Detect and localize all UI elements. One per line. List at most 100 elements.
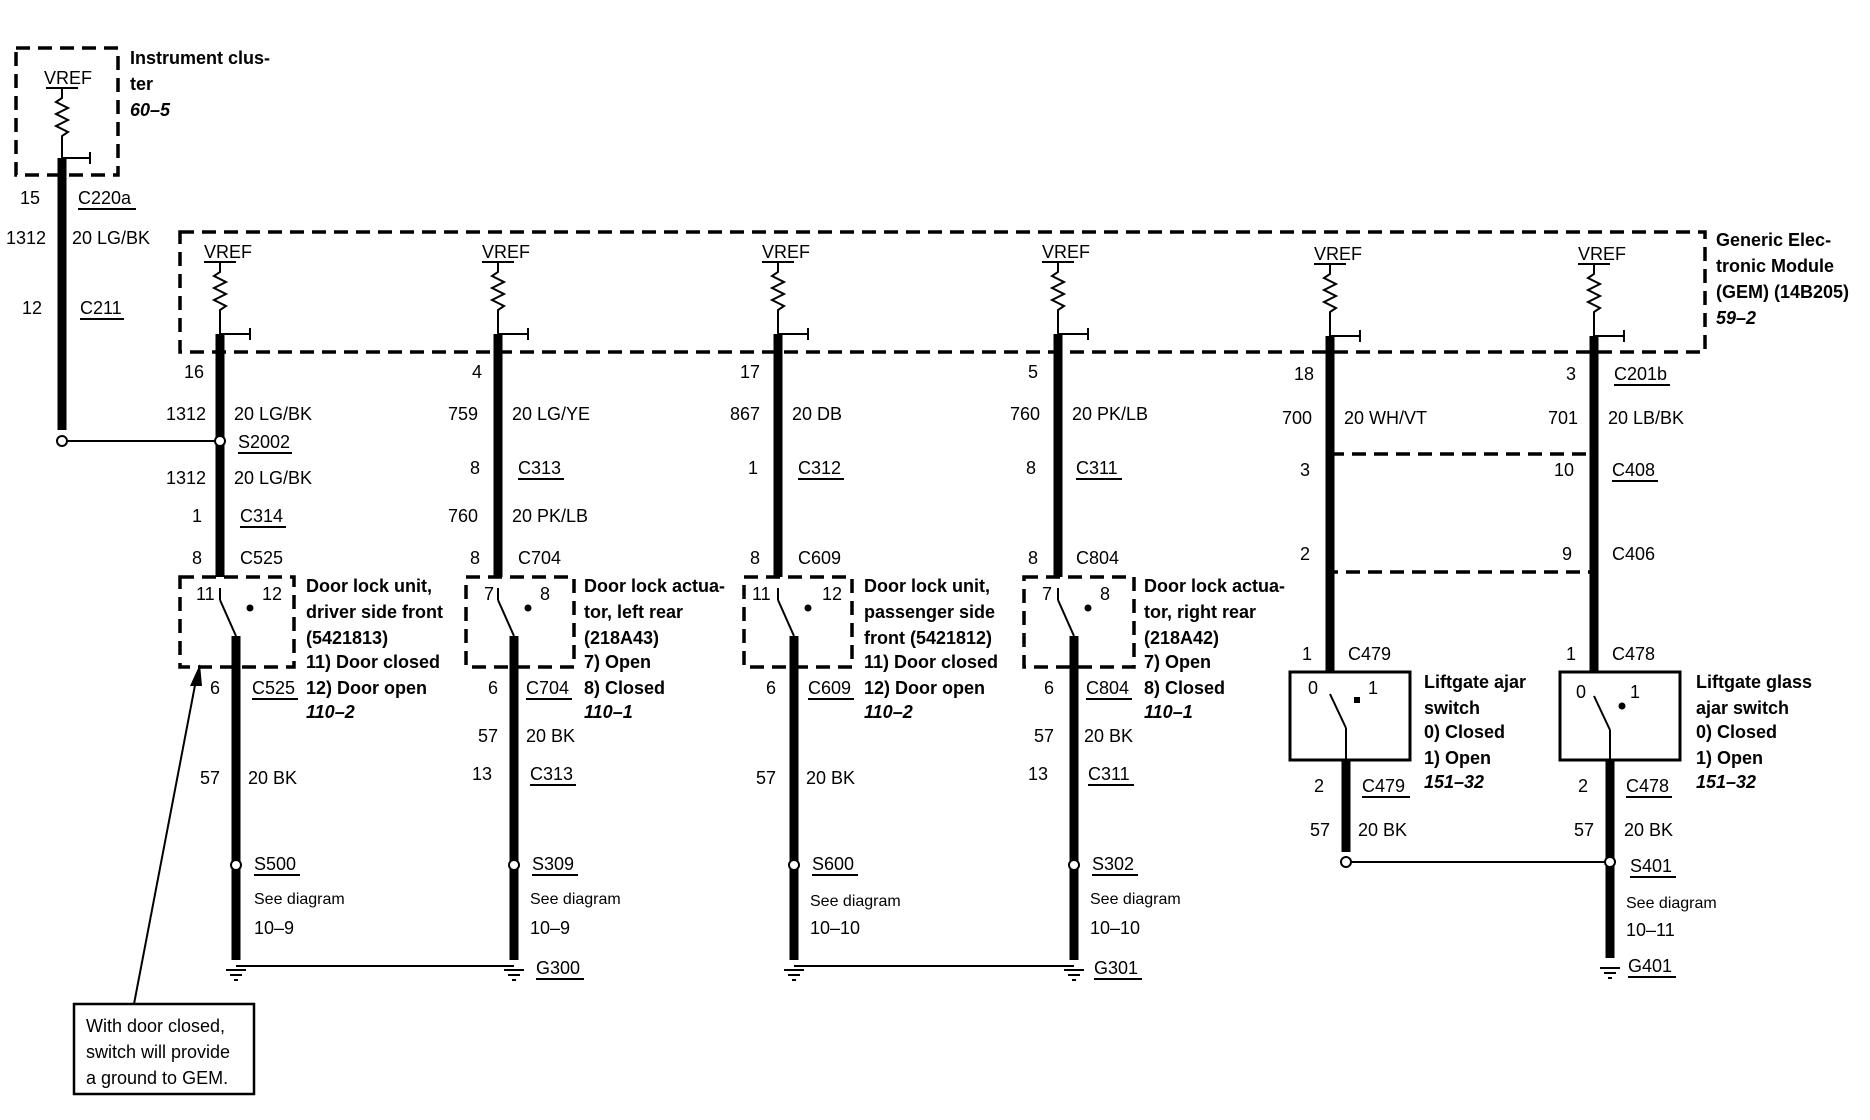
b5-gnd-wire: 20 BK: [1358, 820, 1407, 840]
b3-name-2: passenger side: [864, 602, 995, 622]
gem-title-3: (GEM) (14B205): [1716, 282, 1849, 302]
b1-name-1: Door lock unit,: [306, 576, 432, 596]
b3-pin-right: 12: [822, 584, 842, 604]
b1-out-pin: 6: [210, 678, 220, 698]
b1-c314-pin: 1: [192, 506, 202, 526]
instrument-cluster: VREF Instrument clus- ter 60–5 15 C220a …: [6, 46, 270, 447]
vref-resistor-icon-3: [769, 262, 787, 334]
b4-c311: C311: [1076, 458, 1118, 478]
note-box: [72, 1002, 256, 1096]
b4-splice-icon: [1068, 859, 1080, 871]
b5-in-pin: 1: [1302, 644, 1312, 664]
vref-label-6: VREF: [1578, 244, 1626, 264]
b3-out-pin: 6: [766, 678, 776, 698]
b5-c408-pin: 3: [1300, 460, 1310, 480]
b6-in-pin: 1: [1566, 644, 1576, 664]
b2-see: See diagram: [530, 891, 621, 908]
b2-switch-box: [464, 575, 576, 669]
b6-out-pin: 2: [1578, 776, 1588, 796]
b1-out-conn: C525: [252, 678, 295, 698]
c408-c406-dashed-frame: [1328, 452, 1596, 574]
branch-liftgate: 18 700 20 WH/VT 3 2 1 C479 0 1 Liftgate …: [1282, 336, 1610, 868]
b2-mid-pin: 13: [472, 764, 492, 784]
b5-switch-contact-icon: [1354, 697, 1360, 703]
b4-pin-right: 8: [1100, 584, 1110, 604]
b1-switch-box: [178, 575, 296, 669]
b3-gnd-circuit: 57: [756, 768, 776, 788]
b5-gnd-circuit: 57: [1310, 820, 1330, 840]
b2-state-b: 8) Closed: [584, 678, 665, 698]
b6-in-conn: C478: [1612, 644, 1655, 664]
b3-c312-pin: 1: [748, 458, 758, 478]
b6-pin-right: 1: [1630, 682, 1640, 702]
b3-gem-pin: 17: [740, 362, 760, 382]
b2-gnd-splice: S309: [532, 854, 574, 874]
b3-ground-icon: [784, 969, 804, 981]
b2-see-ref: 10–9: [530, 918, 570, 938]
instrument-cluster-title-2: ter: [130, 74, 153, 94]
b4-circuit: 760: [1010, 404, 1040, 424]
b6-gnd-circuit: 57: [1574, 820, 1594, 840]
vref-resistor-icon-6: [1585, 264, 1603, 336]
b4-mid-conn: C311: [1088, 764, 1130, 784]
b2-wire: 20 LG/YE: [512, 404, 590, 424]
b6-circuit: 701: [1548, 408, 1578, 428]
b4-out-pin: 6: [1044, 678, 1054, 698]
b3-name-1: Door lock unit,: [864, 576, 990, 596]
vref-label-1: VREF: [204, 242, 252, 262]
b3-gnd-wire: 20 BK: [806, 768, 855, 788]
b6-switch-contact-icon: [1618, 702, 1626, 710]
b6-c406-pin: 9: [1562, 544, 1572, 564]
b2-name-3: (218A43): [584, 628, 659, 648]
c211-pin: 12: [22, 298, 42, 318]
b3-switch-blade-icon: [777, 599, 795, 637]
b4-mid-circuit: 57: [1034, 726, 1054, 746]
b6-name-1: Liftgate glass: [1696, 672, 1812, 692]
b6-state-a: 0) Closed: [1696, 722, 1777, 742]
branch-driver-front: 16 1312 20 LG/BK S2002 1312 20 LG/BK 1 C…: [166, 334, 443, 981]
b2-circuit2: 760: [448, 506, 478, 526]
b1-c314: C314: [240, 506, 283, 526]
b2-circuit: 759: [448, 404, 478, 424]
note-line-2: switch will provide: [86, 1042, 230, 1062]
b6-pin-left: 0: [1576, 682, 1586, 702]
note-arrow-head-icon: [190, 664, 202, 686]
b6-switch-box: [1558, 670, 1682, 762]
instrument-cluster-wire-end: [56, 435, 68, 447]
b3-see: See diagram: [810, 893, 901, 910]
gem-ref: 59–2: [1716, 308, 1756, 328]
b6-wire: 20 LB/BK: [1608, 408, 1684, 428]
b1-state-b: 12) Door open: [306, 678, 427, 698]
b1-name-2: driver side front: [306, 602, 443, 622]
b2-splice-icon: [508, 859, 520, 871]
b1-name-3: (5421813): [306, 628, 388, 648]
b4-mid-wire: 20 BK: [1084, 726, 1133, 746]
b6-splice-icon: [1604, 856, 1616, 868]
b2-c704: C704: [518, 548, 561, 568]
b2-pin-right: 8: [540, 584, 550, 604]
b6-ground-icon: [1600, 967, 1620, 979]
b6-name-2: ajar switch: [1696, 698, 1789, 718]
b4-c804: C804: [1076, 548, 1119, 568]
b6-gnd-wire: 20 BK: [1624, 820, 1673, 840]
b6-c408: C408: [1612, 460, 1655, 480]
b2-switch-contact-icon: [524, 604, 532, 612]
b1-ref: 110–2: [306, 702, 355, 722]
b2-out-pin: 6: [488, 678, 498, 698]
b2-name-1: Door lock actua-: [584, 576, 725, 596]
b1-gnd-splice: S500: [254, 854, 296, 874]
b2-ref: 110–1: [584, 702, 633, 722]
b3-switch-contact-icon: [804, 604, 812, 612]
b1-switch-contact-icon: [246, 604, 254, 612]
b1-switch-blade-icon: [219, 599, 237, 637]
gem-title-2: tronic Module: [1716, 256, 1834, 276]
b2-pin-left: 7: [484, 584, 494, 604]
branch-right-rear: 5 760 20 PK/LB 8 C311 8 C804 7 8 Door lo…: [794, 334, 1285, 981]
b6-out-conn: C478: [1626, 776, 1669, 796]
b4-state-b: 8) Closed: [1144, 678, 1225, 698]
b1-circuit2: 1312: [166, 468, 206, 488]
b4-ground-icon: [1064, 969, 1084, 981]
b4-gnd-splice: S302: [1092, 854, 1134, 874]
b1-pin-right: 12: [262, 584, 282, 604]
b6-see-ref: 10–11: [1626, 920, 1675, 940]
